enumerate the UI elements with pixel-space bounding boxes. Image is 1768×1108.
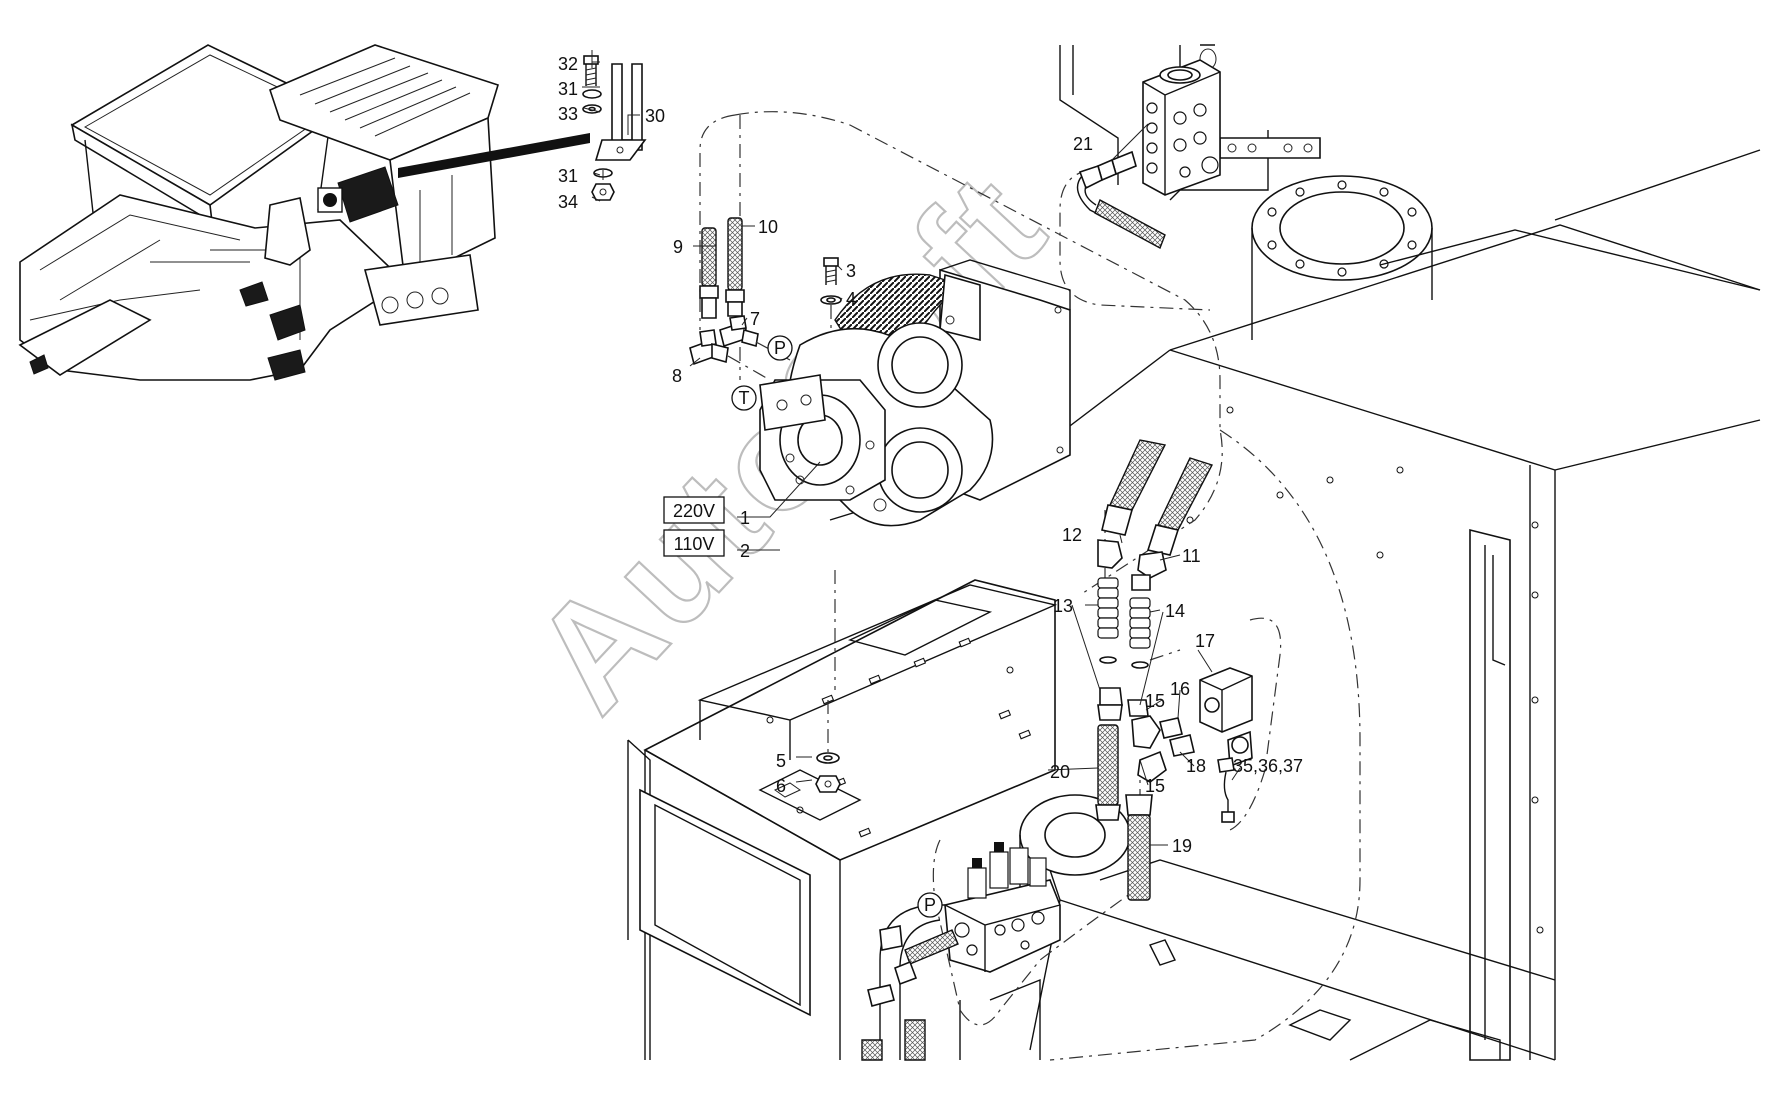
bracket-assembly [582, 50, 647, 201]
pump-fittings [689, 217, 842, 381]
callout-31-upper: 31 [558, 79, 578, 99]
callout-32: 32 [558, 54, 578, 74]
callout-18: 18 [1186, 756, 1206, 776]
callout-35-36-37: 35,36,37 [1233, 756, 1303, 776]
callout-15-upper: 15 [1145, 691, 1165, 711]
callout-5: 5 [776, 751, 786, 771]
callout-30: 30 [645, 106, 665, 126]
callout-16: 16 [1170, 679, 1190, 699]
callout-34: 34 [558, 192, 578, 212]
callout-10: 10 [758, 217, 778, 237]
leader-lines [582, 61, 1241, 846]
heater-pump-unit [759, 259, 1071, 527]
callout-19: 19 [1172, 836, 1192, 856]
port-markers: P T P [731, 335, 943, 918]
pressure-port-marker: P [774, 338, 786, 358]
callout-17: 17 [1195, 631, 1215, 651]
callout-33: 33 [558, 104, 578, 124]
callout-21: 21 [1073, 134, 1093, 154]
callout-6: 6 [776, 776, 786, 796]
block-pressure-port-marker: P [924, 895, 936, 915]
control-manifold [861, 842, 1061, 1061]
callout-2: 2 [740, 541, 750, 561]
voltage-options: 220V 110V [663, 496, 725, 557]
callout-31-lower: 31 [558, 166, 578, 186]
voltage-110-label: 110V [674, 534, 715, 554]
callout-9: 9 [673, 237, 683, 257]
callout-4: 4 [846, 289, 856, 309]
voltage-220-label: 220V [673, 501, 715, 521]
tank-port-marker: T [739, 388, 750, 408]
callout-1: 1 [740, 508, 750, 528]
callout-3: 3 [846, 261, 856, 281]
callout-15-lower: 15 [1145, 776, 1165, 796]
machine-frame [627, 44, 1761, 1061]
distribution-block [1076, 59, 1221, 249]
callout-11: 11 [1182, 546, 1201, 566]
machine-overview-inset [18, 44, 590, 381]
panel-fastener [815, 700, 841, 793]
callout-20: 20 [1050, 762, 1070, 782]
assembly-outline [699, 111, 1361, 1061]
part-callouts: 32 31 33 30 31 34 9 10 3 4 7 8 1 2 21 12… [558, 54, 1303, 856]
callout-14: 14 [1165, 601, 1185, 621]
callout-7: 7 [750, 309, 760, 329]
callout-8: 8 [672, 366, 682, 386]
callout-13: 13 [1053, 596, 1073, 616]
callout-12: 12 [1062, 525, 1082, 545]
